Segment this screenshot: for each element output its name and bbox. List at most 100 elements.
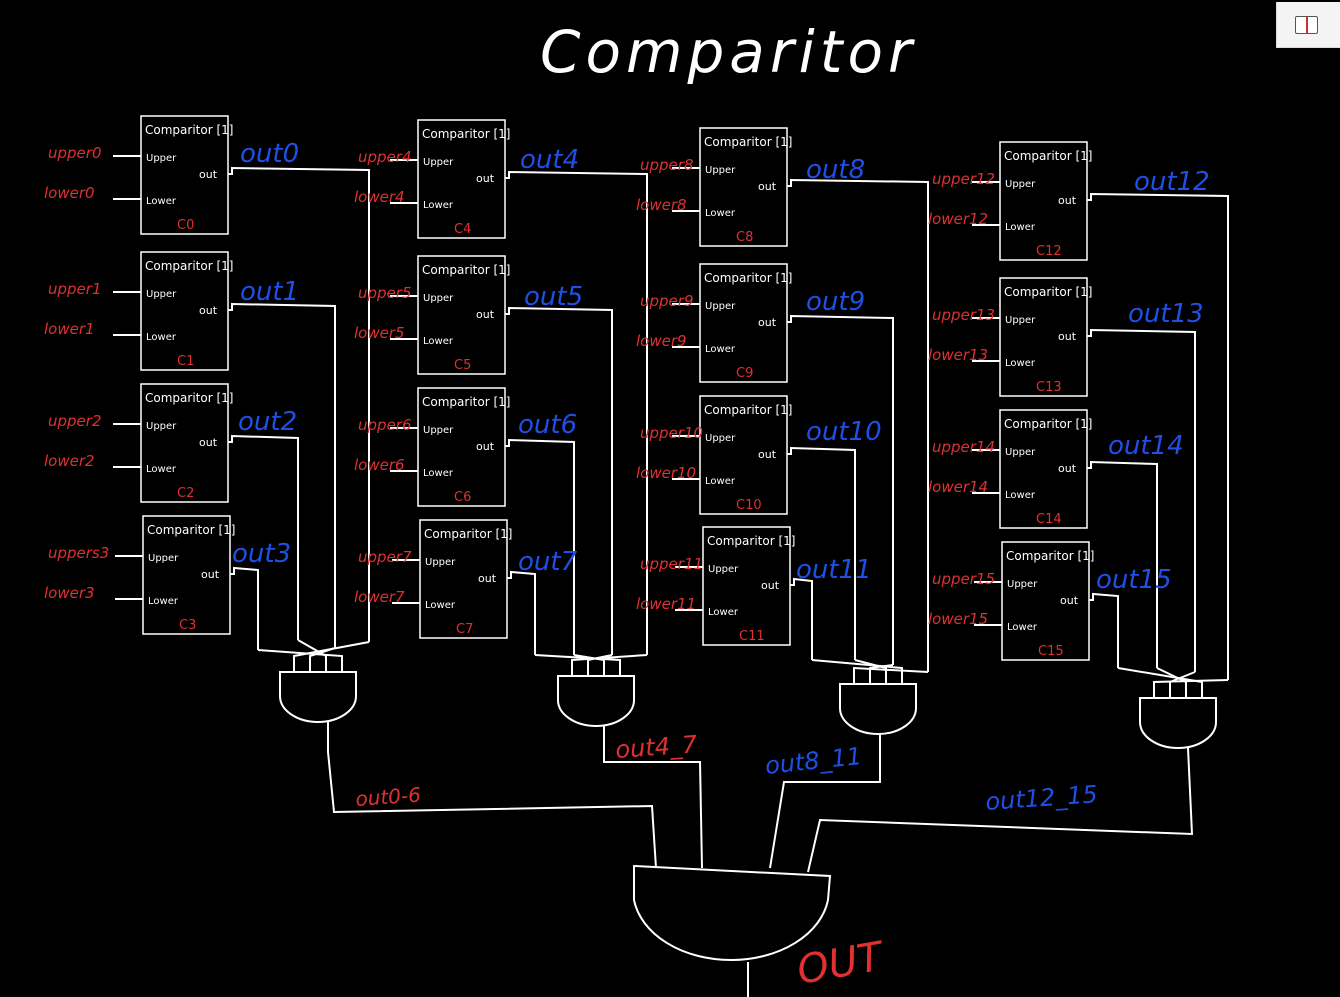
lower-input-label: lower8: [636, 196, 687, 214]
chip-header: Comparitor [1]: [1004, 149, 1092, 163]
port-upper: Upper: [1005, 315, 1036, 326]
chip-body: [140, 383, 229, 503]
port-lower: Lower: [146, 196, 177, 207]
output-label: out1: [240, 277, 299, 307]
output-wire: [787, 178, 929, 672]
and-gate: [1139, 697, 1217, 749]
chip-name: C10: [736, 498, 762, 513]
port-lower: Lower: [146, 332, 177, 343]
port-out: out: [201, 568, 220, 581]
port-upper: Upper: [423, 293, 454, 304]
port-upper: Upper: [146, 153, 177, 164]
output-wire: [228, 166, 370, 642]
chip-body: [417, 119, 506, 239]
port-out: out: [478, 572, 497, 585]
upper-input-label: upper4: [358, 148, 412, 166]
upper-input-label: upper0: [48, 144, 102, 162]
port-lower: Lower: [148, 596, 179, 607]
port-lower: Lower: [425, 600, 456, 611]
chip-body: [419, 519, 508, 639]
chip-name: C1: [177, 354, 194, 369]
port-out: out: [1058, 330, 1077, 343]
upper-input-label: upper15: [932, 570, 995, 588]
chip-header: Comparitor [1]: [422, 127, 510, 141]
port-out: out: [758, 448, 777, 461]
group-output-wire: [603, 726, 703, 869]
port-lower: Lower: [423, 336, 454, 347]
port-lower: Lower: [1005, 222, 1036, 233]
upper-input-label: upper8: [640, 156, 694, 174]
port-lower: Lower: [1005, 358, 1036, 369]
chip-header: Comparitor [1]: [422, 263, 510, 277]
chip-body: [417, 387, 506, 507]
output-wire: [1089, 592, 1119, 668]
port-lower: Lower: [423, 200, 454, 211]
output-label: out15: [1096, 565, 1172, 595]
chip-header: Comparitor [1]: [422, 395, 510, 409]
port-upper: Upper: [423, 157, 454, 168]
output-label: out11: [796, 555, 872, 585]
chip-body: [699, 127, 788, 247]
gate-input-wire: [1153, 679, 1229, 698]
upper-input-label: upper13: [932, 306, 995, 324]
chip-name: C6: [454, 490, 471, 505]
port-upper: Upper: [705, 301, 736, 312]
and-gate: [557, 675, 635, 727]
output-wire: [505, 438, 575, 655]
chip-body: [1001, 541, 1090, 661]
panel-toggle-button[interactable]: [1276, 2, 1340, 48]
upper-input-label: upper14: [932, 438, 995, 456]
chip-name: C2: [177, 486, 194, 501]
chip-name: C5: [454, 358, 471, 373]
output-label: out0: [240, 139, 299, 169]
port-lower: Lower: [1005, 490, 1036, 501]
lower-input-label: lower13: [928, 346, 988, 364]
chip-body: [417, 255, 506, 375]
output-label: out6: [518, 410, 577, 440]
lower-input-label: lower0: [44, 184, 95, 202]
gate-input-wire: [1156, 667, 1187, 698]
chip-header: Comparitor [1]: [1004, 417, 1092, 431]
chip-name: C4: [454, 222, 471, 237]
gate-input-wire: [1117, 667, 1203, 698]
chip-name: C12: [1036, 244, 1062, 259]
final-and-gate: [633, 864, 832, 962]
port-upper: Upper: [1007, 579, 1038, 590]
chip-body: [140, 115, 229, 235]
port-out: out: [761, 579, 780, 592]
port-out: out: [758, 180, 777, 193]
upper-input-label: upper1: [48, 280, 102, 298]
gate-input-wire: [293, 641, 370, 672]
and-gates: [279, 671, 1217, 962]
port-out: out: [199, 304, 218, 317]
lower-input-label: lower14: [928, 478, 988, 496]
chip-body: [702, 526, 791, 646]
output-label: out14: [1108, 431, 1184, 461]
port-upper: Upper: [148, 553, 179, 564]
lower-input-label: lower2: [44, 452, 95, 470]
gate-input-wire: [811, 659, 903, 684]
chip-header: Comparitor [1]: [707, 534, 795, 548]
chip-body: [999, 141, 1088, 261]
port-upper: Upper: [705, 165, 736, 176]
upper-input-label: upper6: [358, 416, 412, 434]
upper-input-label: uppers3: [48, 544, 109, 562]
output-wire: [787, 314, 894, 665]
output-wire: [787, 446, 856, 660]
upper-input-label: upper9: [640, 292, 694, 310]
gate-input-wire: [257, 649, 343, 672]
lower-input-label: lower10: [636, 464, 696, 482]
output-label: out13: [1128, 299, 1204, 329]
gate-input-wire: [587, 654, 613, 676]
chip-name: C14: [1036, 512, 1062, 527]
lower-input-label: lower1: [44, 320, 95, 338]
